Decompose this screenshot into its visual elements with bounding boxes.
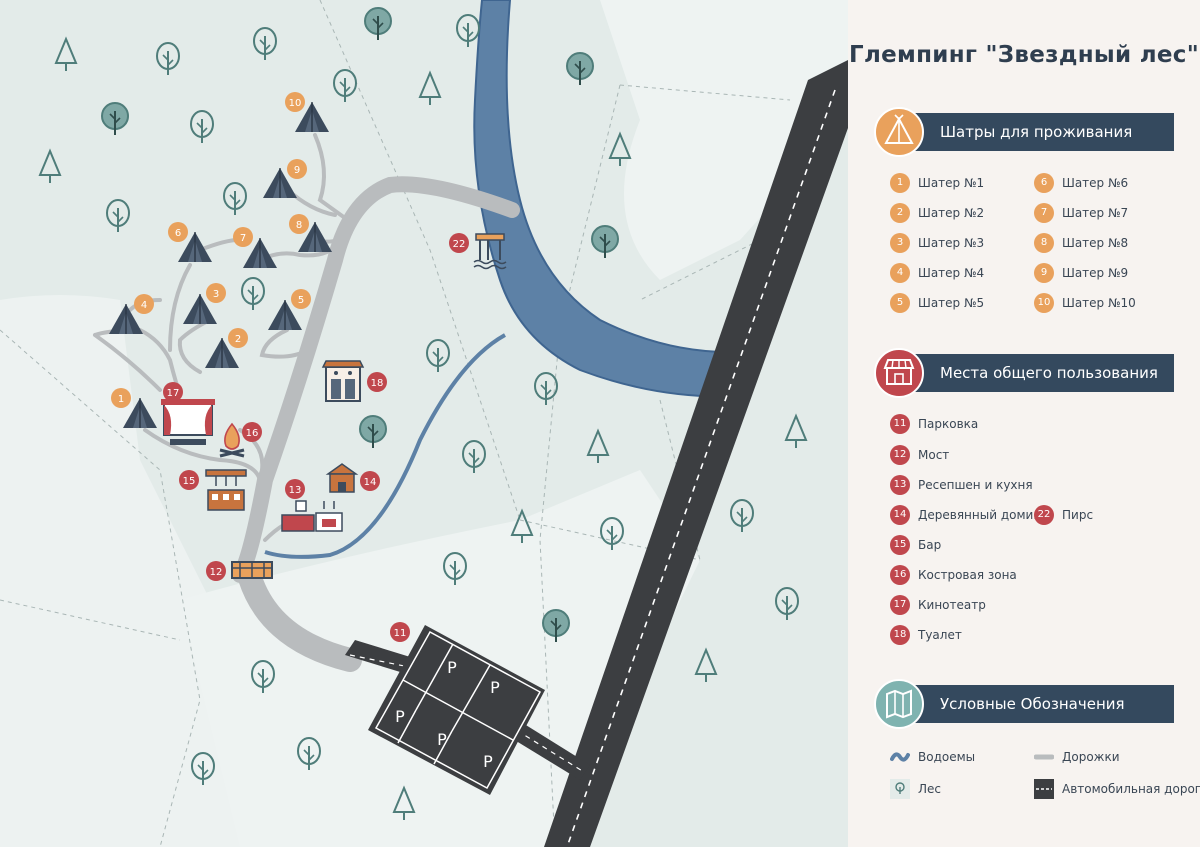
road-icon: [1034, 779, 1054, 799]
meadow-north: [600, 0, 848, 280]
forest-icon: [890, 779, 910, 799]
wooden-house[interactable]: [325, 463, 359, 493]
parking-entry: [345, 640, 420, 675]
marker-10: 10: [285, 92, 305, 112]
river: [473, 0, 762, 398]
cinema[interactable]: [161, 399, 215, 445]
campfire[interactable]: [219, 422, 245, 458]
section-public-header: Места общего пользования: [906, 354, 1174, 392]
marker-3: 3: [206, 283, 226, 303]
parking-letter: P: [395, 707, 405, 726]
parking-letter: P: [490, 678, 500, 697]
marker-8: 8: [289, 214, 309, 234]
svg-text:16: 16: [246, 428, 259, 439]
bar[interactable]: [205, 469, 247, 511]
legend-road: Автомобильная дорога: [1034, 779, 1200, 799]
parking-letter: P: [437, 730, 447, 749]
store-icon: [874, 348, 924, 398]
svg-text:13: 13: [289, 485, 302, 496]
svg-text:7: 7: [240, 233, 246, 244]
svg-text:15: 15: [183, 476, 196, 487]
map-icon: [874, 679, 924, 729]
main-path: [232, 176, 520, 583]
marker-17: 17: [163, 382, 183, 402]
svg-text:9: 9: [294, 165, 300, 176]
marker-22: 22: [449, 233, 469, 253]
parking-letter: P: [483, 752, 493, 771]
legend-water: Водоемы: [890, 747, 975, 767]
water-icon: [890, 747, 910, 767]
marker-16: 16: [242, 422, 262, 442]
marker-2: 2: [228, 328, 248, 348]
marker-11: 11: [390, 622, 410, 642]
parking-lot[interactable]: P P P P P: [368, 625, 545, 795]
legend-panel: Глемпинг "Звездный лес" Шатры для прожив…: [848, 0, 1200, 847]
marker-4: 4: [134, 294, 154, 314]
toilet[interactable]: [321, 360, 365, 402]
marker-18: 18: [367, 372, 387, 392]
marker-1: 1: [111, 388, 131, 408]
legend-forest: Лес: [890, 779, 941, 799]
section-legend-header: Условные Обозначения: [906, 685, 1174, 723]
stream: [264, 333, 506, 559]
svg-text:22: 22: [453, 239, 466, 250]
meadow-west: [0, 295, 260, 847]
section-tents-header: Шатры для проживания: [906, 113, 1174, 151]
svg-text:8: 8: [296, 220, 302, 231]
marker-9: 9: [287, 159, 307, 179]
svg-text:10: 10: [289, 98, 302, 109]
marker-12: 12: [206, 561, 226, 581]
car-road: [544, 60, 848, 847]
bridge[interactable]: [231, 561, 273, 579]
marker-13: 13: [285, 479, 305, 499]
parking-letter: P: [447, 658, 457, 677]
marker-14: 14: [360, 471, 380, 491]
svg-text:11: 11: [394, 628, 407, 639]
svg-text:1: 1: [118, 394, 124, 405]
svg-text:2: 2: [235, 334, 241, 345]
marker-15: 15: [179, 470, 199, 490]
marker-6: 6: [168, 222, 188, 242]
svg-text:17: 17: [167, 388, 180, 399]
path-to-parking: [238, 566, 362, 672]
reception-kitchen[interactable]: [281, 500, 343, 532]
page-title: Глемпинг "Звездный лес": [848, 42, 1199, 68]
tent-icon: [874, 107, 924, 157]
legend-paths: Дорожки: [1033, 747, 1120, 767]
marker-7: 7: [233, 227, 253, 247]
svg-text:4: 4: [141, 300, 147, 311]
svg-text:3: 3: [213, 289, 219, 300]
svg-text:14: 14: [364, 477, 377, 488]
svg-text:12: 12: [210, 567, 223, 578]
pier[interactable]: [473, 233, 507, 270]
map-markers[interactable]: 10 9 8 7 6 5 3 4 2 1 22 18 17 16 15 14 1…: [111, 92, 469, 642]
svg-text:18: 18: [371, 378, 384, 389]
svg-text:6: 6: [175, 228, 181, 239]
path-icon: [1033, 747, 1055, 767]
camp-map[interactable]: P P P P P: [0, 0, 848, 847]
svg-text:5: 5: [298, 295, 304, 306]
marker-5: 5: [291, 289, 311, 309]
